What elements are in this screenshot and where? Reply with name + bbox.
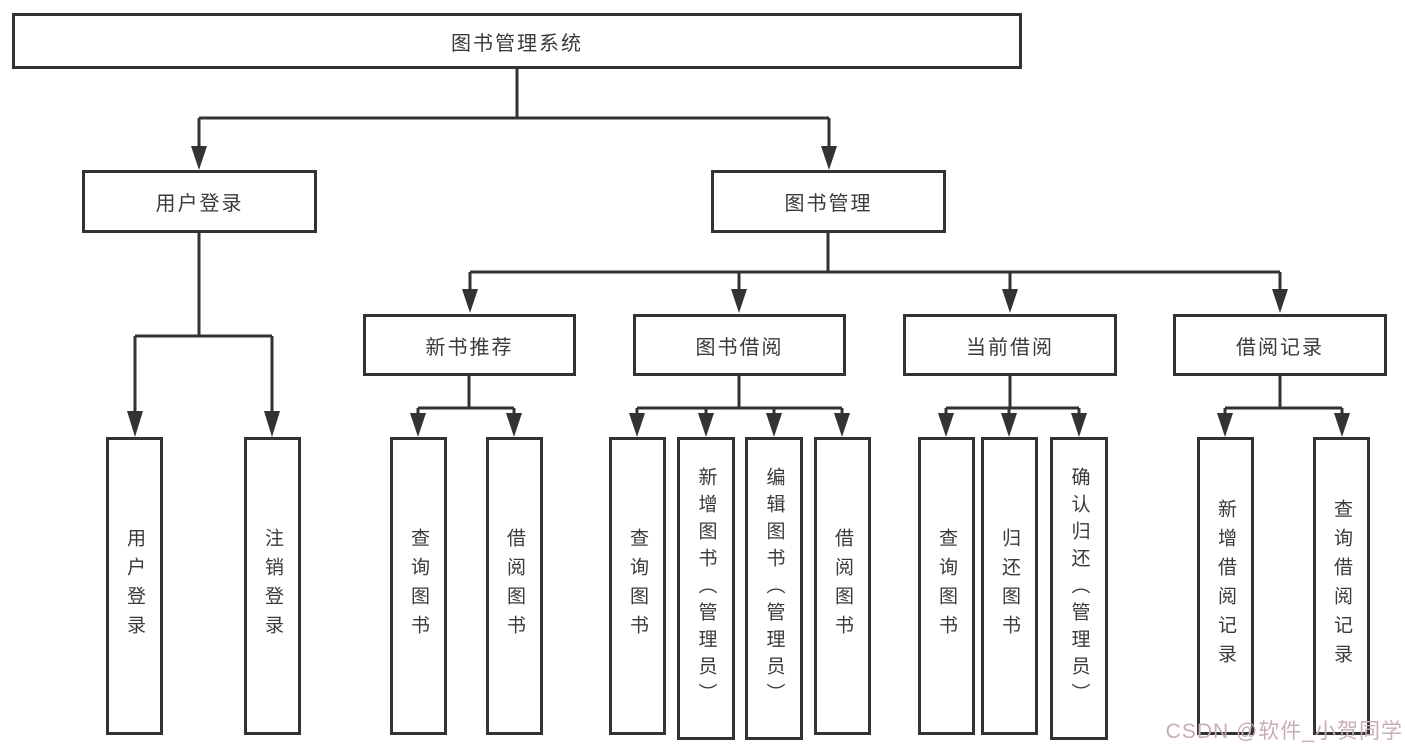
node-book-management-system: 图书管理系统: [12, 13, 1022, 69]
arrowhead: [264, 411, 280, 437]
connector-borrowing-records-children: [1217, 376, 1350, 437]
leaf-user-login: 用户登录: [106, 437, 163, 735]
node-label: 查询图书: [936, 528, 957, 644]
arrowhead: [462, 289, 478, 313]
leaf-query-books-current: 查询图书: [918, 437, 975, 735]
leaf-query-books-borrowing: 查询图书: [609, 437, 666, 735]
connector-user-login-children: [127, 233, 280, 437]
node-book-borrowing: 图书借阅: [633, 314, 846, 376]
connector-new-book-recommend-children: [410, 376, 522, 437]
node-label: 确认归还（管理员）: [1068, 467, 1090, 710]
leaf-borrow-books-recommend: 借阅图书: [486, 437, 543, 735]
connector-current-borrowing-children: [938, 376, 1087, 437]
connector-root-to-level2: [191, 69, 837, 170]
connector-book-management-children: [462, 233, 1288, 313]
leaf-add-books-admin: 新增图书（管理员）: [677, 437, 735, 740]
node-label: 新增图书（管理员）: [695, 467, 717, 710]
arrowhead: [629, 413, 645, 437]
arrowhead: [191, 146, 207, 170]
leaf-query-books-recommend: 查询图书: [390, 437, 447, 735]
arrowhead: [698, 413, 714, 437]
node-label: 归还图书: [999, 528, 1020, 644]
leaf-logout: 注销登录: [244, 437, 301, 735]
node-user-login: 用户登录: [82, 170, 317, 233]
node-label: 借阅图书: [504, 528, 525, 644]
arrowhead: [766, 413, 782, 437]
arrowhead: [1002, 289, 1018, 313]
node-label: 借阅图书: [832, 528, 853, 644]
leaf-borrow-books-borrowing: 借阅图书: [814, 437, 871, 735]
arrowhead: [1217, 413, 1233, 437]
node-label: 查询借阅记录: [1331, 499, 1352, 673]
arrowhead: [506, 413, 522, 437]
leaf-add-borrow-record: 新增借阅记录: [1197, 437, 1254, 735]
arrowhead: [938, 413, 954, 437]
node-label: 新增借阅记录: [1215, 499, 1236, 673]
arrowhead: [834, 413, 850, 437]
arrowhead: [731, 289, 747, 313]
arrowhead: [127, 411, 143, 437]
arrowhead: [1334, 413, 1350, 437]
leaf-edit-books-admin: 编辑图书（管理员）: [745, 437, 803, 740]
connector-book-borrowing-children: [629, 376, 850, 437]
node-label: 查询图书: [408, 528, 429, 644]
node-new-book-recommend: 新书推荐: [363, 314, 576, 376]
arrowhead: [1001, 413, 1017, 437]
node-book-management: 图书管理: [711, 170, 946, 233]
node-label: 用户登录: [124, 528, 145, 644]
arrowhead: [1071, 413, 1087, 437]
node-label: 编辑图书（管理员）: [763, 467, 785, 710]
arrowhead: [1272, 289, 1288, 313]
leaf-query-borrow-record: 查询借阅记录: [1313, 437, 1370, 735]
node-label: 查询图书: [627, 528, 648, 644]
node-label: 注销登录: [262, 528, 283, 644]
node-current-borrowing: 当前借阅: [903, 314, 1117, 376]
arrowhead: [821, 146, 837, 170]
watermark: CSDN @软件_小贺同学: [1165, 720, 1403, 743]
leaf-confirm-return-admin: 确认归还（管理员）: [1050, 437, 1108, 740]
node-borrowing-records: 借阅记录: [1173, 314, 1387, 376]
arrowhead: [410, 413, 426, 437]
leaf-return-books: 归还图书: [981, 437, 1038, 735]
